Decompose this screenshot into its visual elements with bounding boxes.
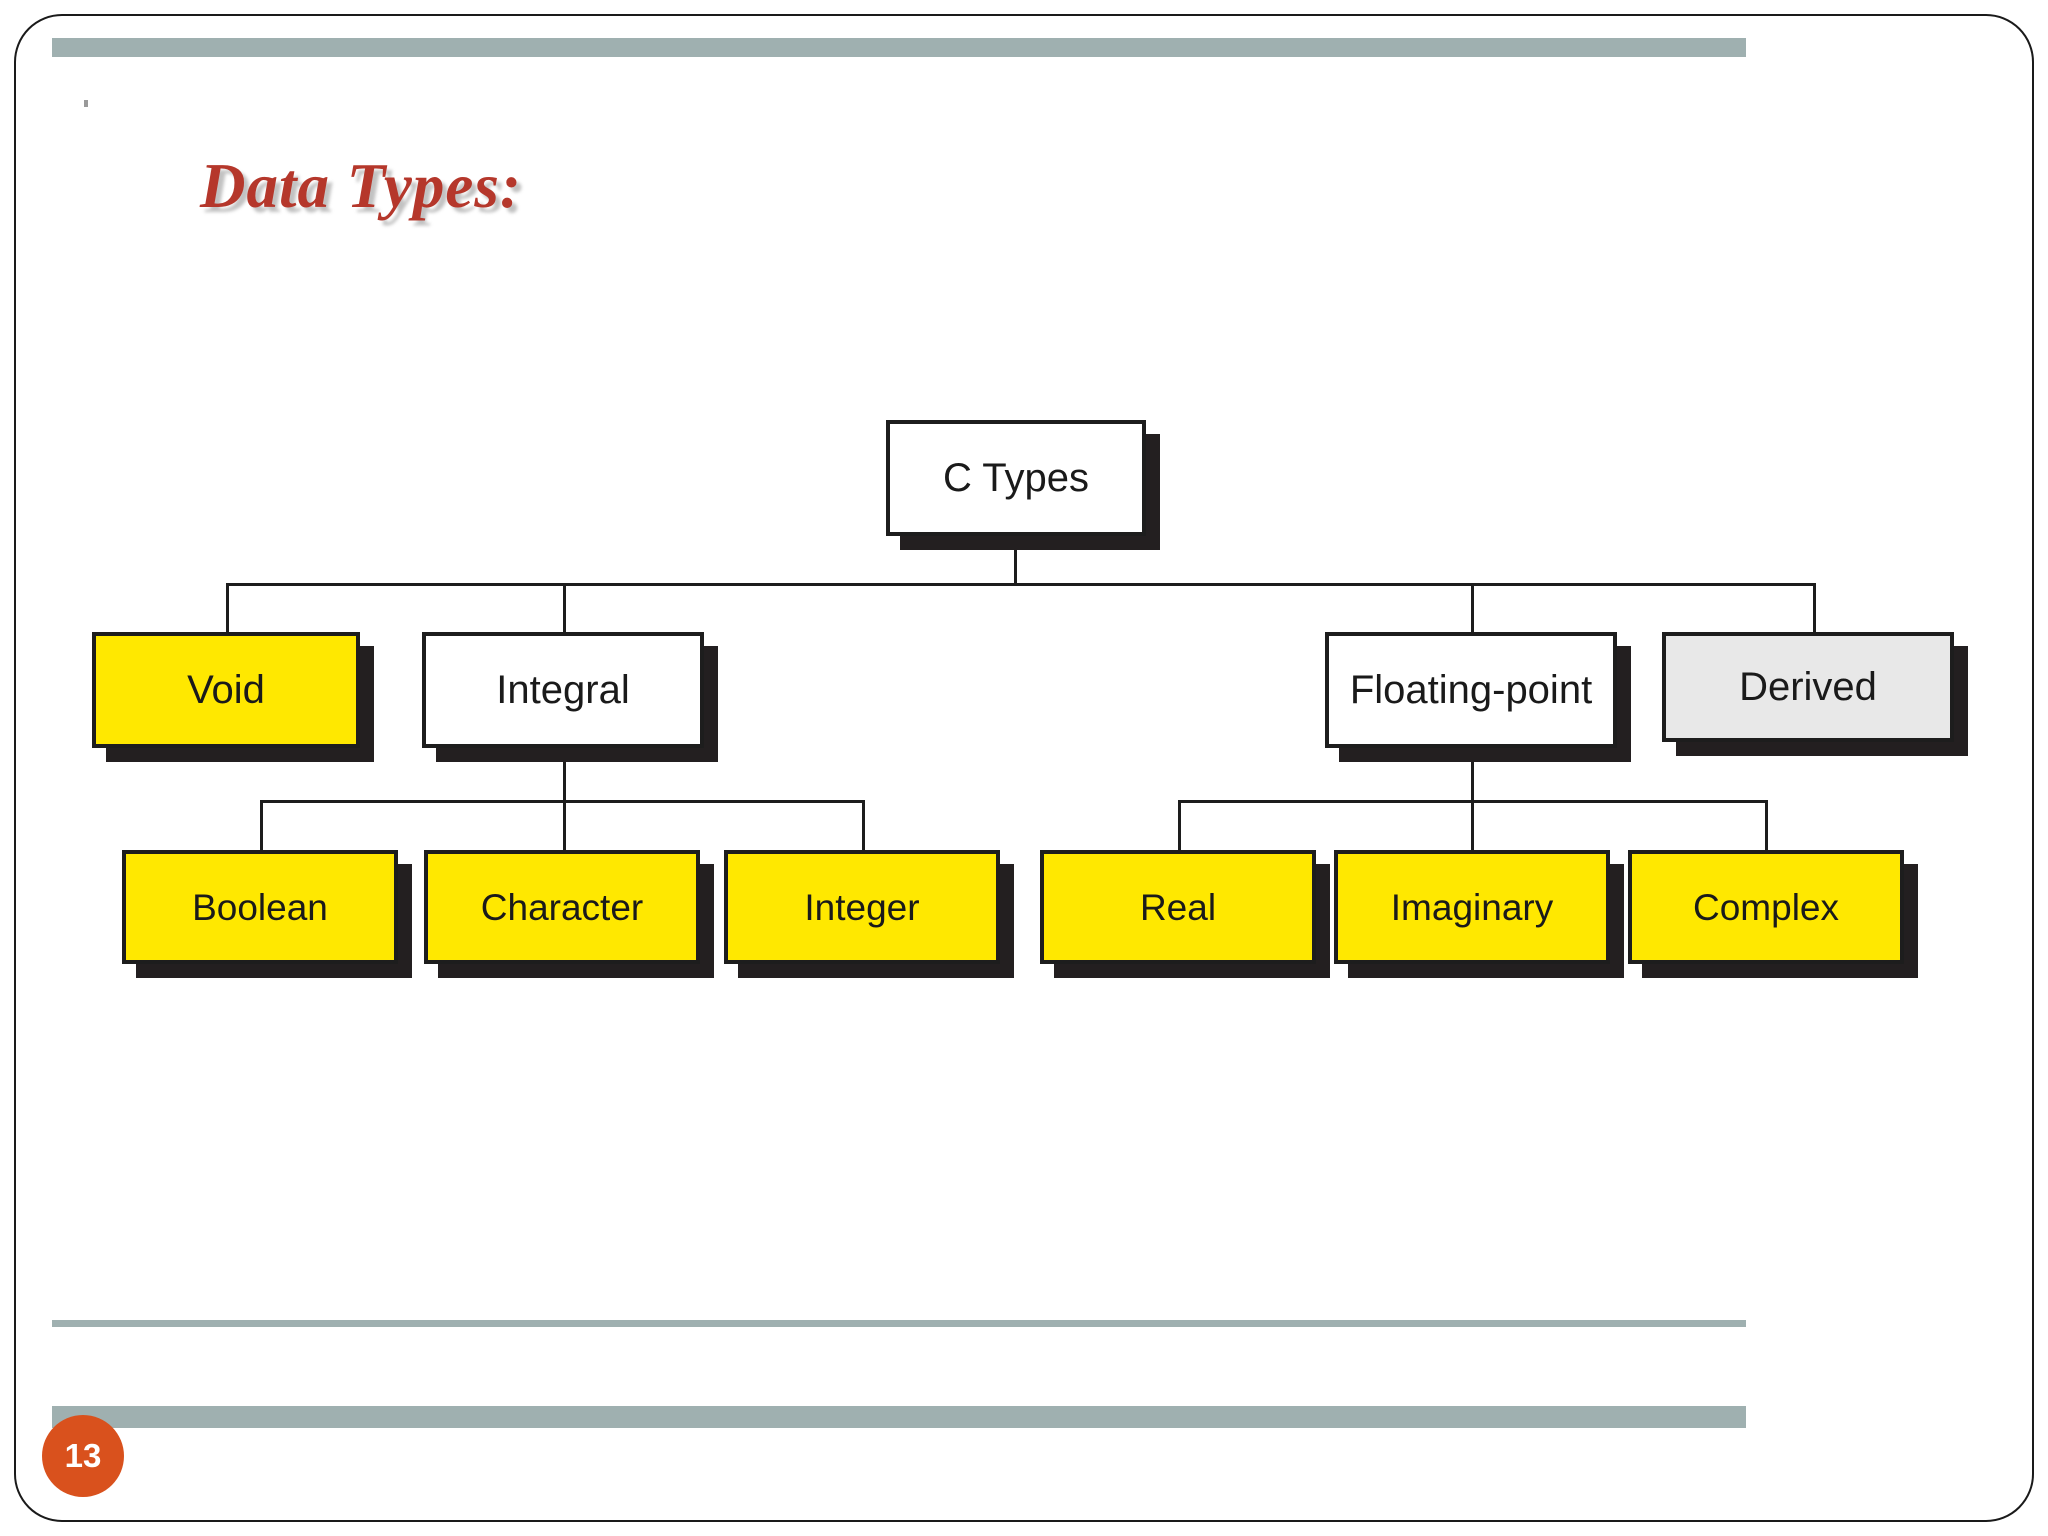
edge-ctypes-trunk — [1014, 536, 1017, 584]
node-floating-point[interactable]: Floating-point — [1325, 632, 1617, 748]
edge-drop-void — [226, 583, 229, 633]
edge-drop-real — [1178, 800, 1181, 850]
node-derived-label: Derived — [1739, 665, 1877, 709]
node-real[interactable]: Real — [1040, 850, 1316, 964]
node-character-label: Character — [480, 886, 644, 928]
node-derived[interactable]: Derived — [1662, 632, 1954, 742]
edge-drop-complex — [1765, 800, 1768, 850]
page-number-badge: 13 — [42, 1415, 124, 1497]
node-void-label: Void — [187, 668, 265, 712]
node-complex-label: Complex — [1693, 886, 1839, 928]
page-title: Data Types: — [200, 151, 522, 221]
node-floating-point-label: Floating-point — [1349, 668, 1593, 712]
edge-drop-floating-point — [1471, 583, 1474, 633]
edge-drop-imaginary — [1471, 800, 1474, 850]
edge-drop-integral — [563, 583, 566, 633]
edge-drop-boolean — [260, 800, 263, 850]
node-integer-label: Integer — [804, 886, 920, 928]
edge-integral-bus — [260, 800, 864, 803]
node-real-label: Real — [1139, 886, 1217, 928]
edge-integral-trunk — [563, 748, 566, 801]
node-c-types[interactable]: C Types — [886, 420, 1146, 536]
node-integral-label: Integral — [496, 668, 630, 712]
edge-drop-integer — [862, 800, 865, 850]
slide-frame — [14, 14, 2034, 1522]
bottom-accent-bar — [52, 1406, 1746, 1428]
top-accent-bar — [52, 38, 1746, 57]
node-integer[interactable]: Integer — [724, 850, 1000, 964]
node-boolean[interactable]: Boolean — [122, 850, 398, 964]
node-integral[interactable]: Integral — [422, 632, 704, 748]
node-c-types-label: C Types — [943, 456, 1089, 500]
node-complex[interactable]: Complex — [1628, 850, 1904, 964]
footer-divider-rule — [52, 1320, 1746, 1327]
decorative-dot — [84, 100, 88, 107]
edge-level1-bus — [226, 583, 1816, 586]
node-boolean-label: Boolean — [192, 886, 328, 928]
edge-drop-derived — [1813, 583, 1816, 633]
edge-drop-character — [563, 800, 566, 850]
page-number-label: 13 — [64, 1437, 102, 1474]
node-imaginary[interactable]: Imaginary — [1334, 850, 1610, 964]
node-void[interactable]: Void — [92, 632, 360, 748]
node-character[interactable]: Character — [424, 850, 700, 964]
edge-floating-point-trunk — [1471, 748, 1474, 801]
node-imaginary-label: Imaginary — [1390, 886, 1554, 928]
